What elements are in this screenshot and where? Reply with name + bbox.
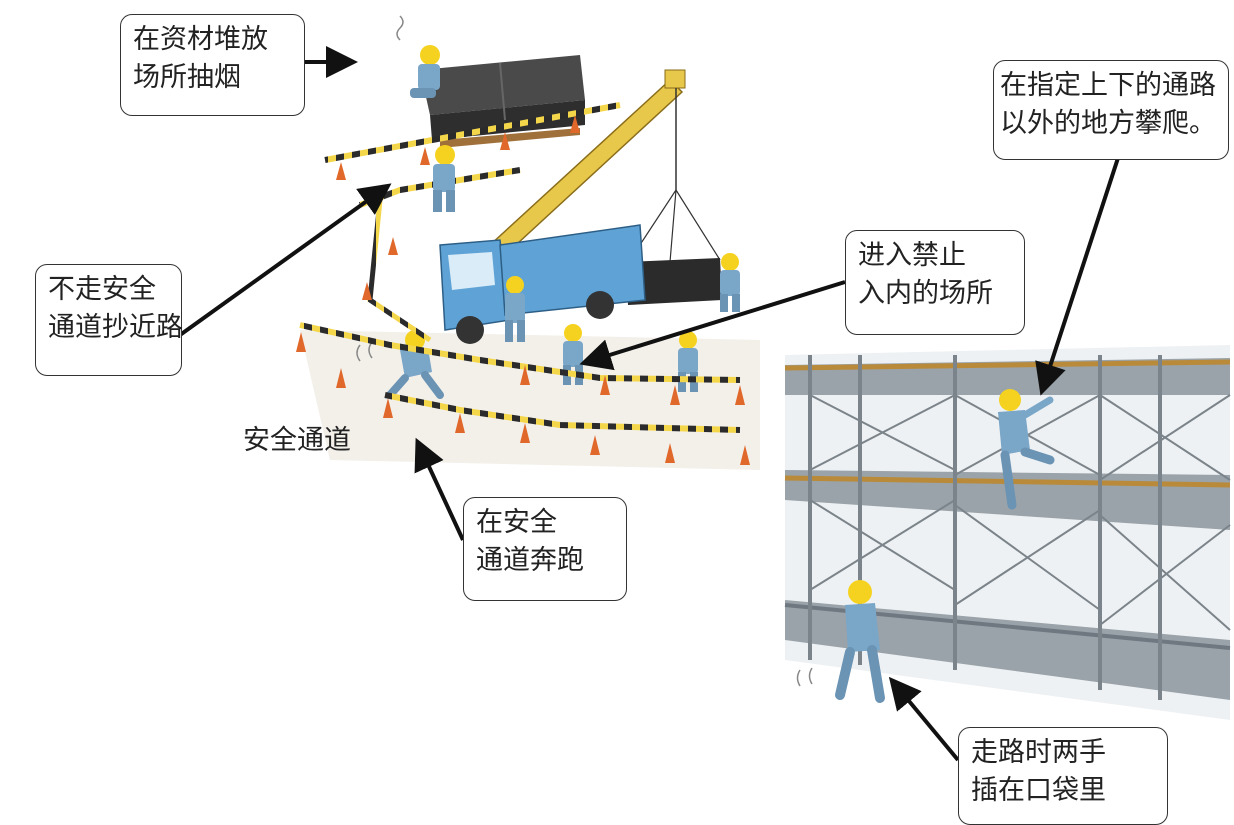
arrows	[178, 46, 1120, 762]
arrow-shortcut	[178, 183, 392, 337]
callout-climbing: 在指定上下的通路 以外的地方攀爬。	[993, 60, 1229, 160]
callout-line: 插在口袋里	[971, 775, 1106, 806]
callout-line: 不走安全	[48, 274, 156, 305]
arrow-climbing	[1035, 157, 1120, 396]
callout-line: 通道抄近路	[48, 312, 183, 343]
callout-line: 在安全	[476, 507, 557, 538]
callout-line: 进入禁止	[858, 240, 966, 271]
arrow-pockets	[888, 676, 960, 762]
arrow-no-entry	[579, 280, 846, 371]
callout-line: 以外的地方攀爬。	[1000, 108, 1216, 139]
worker-figure	[505, 276, 525, 342]
callout-line: 在资材堆放	[133, 24, 268, 55]
callout-running: 在安全 通道奔跑	[463, 497, 627, 601]
barrier-line-bottom	[296, 199, 750, 465]
callout-line: 在指定上下的通路	[1000, 70, 1216, 101]
callout-line: 走路时两手	[971, 737, 1106, 768]
material-stack	[420, 55, 585, 148]
safety-passage-label: 安全通道	[243, 425, 351, 456]
callout-line: 场所抽烟	[133, 62, 241, 93]
callout-line: 入内的场所	[858, 278, 993, 309]
truck-crane	[439, 69, 722, 344]
callout-shortcut: 不走安全 通道抄近路	[35, 264, 183, 376]
worker-figure	[720, 253, 740, 312]
callout-smoking: 在资材堆放 场所抽烟	[120, 14, 305, 116]
callout-no-entry: 进入禁止 入内的场所	[845, 230, 1025, 335]
callout-pockets: 走路时两手 插在口袋里	[958, 727, 1168, 825]
worker-figure	[396, 15, 440, 98]
worker-figure	[433, 145, 455, 212]
callout-line: 通道奔跑	[476, 545, 584, 576]
worker-figure	[998, 389, 1055, 510]
worker-figure	[796, 580, 885, 703]
arrow-running	[414, 437, 465, 541]
